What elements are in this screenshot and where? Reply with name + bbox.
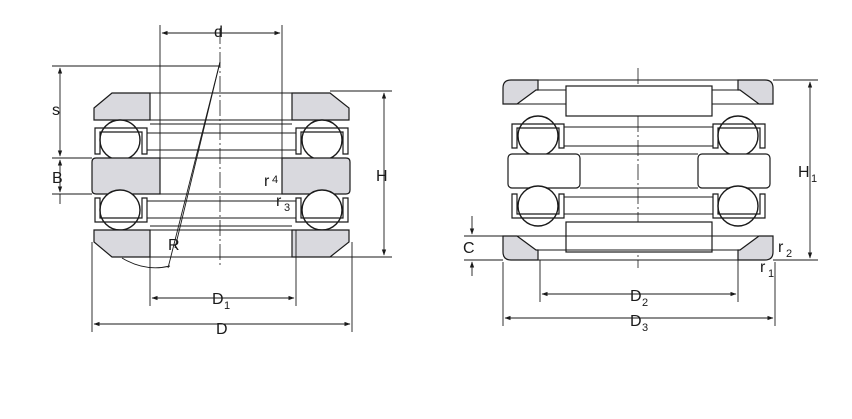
left-upper-ball-left (99, 119, 141, 161)
right-bearing-section (464, 68, 818, 326)
label-r3: r (276, 193, 282, 210)
right-top-seat-ring (565, 85, 713, 117)
label-r4-sub: 4 (272, 174, 278, 186)
left-upper-ball-right (301, 119, 343, 161)
label-h1-sub: 1 (811, 173, 817, 185)
right-top-washer-left (502, 79, 539, 105)
left-top-washer-left (93, 92, 151, 121)
left-center-washer-left (91, 157, 161, 195)
label-d3-sub: 3 (642, 322, 648, 334)
label-h: H (376, 168, 388, 185)
label-r2: r (778, 239, 784, 256)
label-r4: r (264, 173, 270, 190)
label-r: R (168, 237, 180, 254)
label-d: d (214, 24, 223, 41)
label-d2: D (630, 288, 642, 305)
left-center-washer-right (281, 157, 351, 195)
right-top-washer-right (737, 79, 774, 105)
right-bottom-washer-left (502, 235, 539, 261)
label-d3: D (630, 313, 642, 330)
label-c: C (463, 240, 475, 257)
label-r1: r (760, 259, 766, 276)
right-bottom-seat-ring (565, 221, 713, 253)
label-r1-sub: 1 (768, 268, 774, 280)
label-d-outer: D (216, 321, 228, 338)
right-lower-ball-left (517, 185, 559, 227)
right-center-washer-left (507, 153, 581, 189)
label-d1: D (212, 291, 224, 308)
left-lower-ball-right (301, 189, 343, 231)
label-h1: H (798, 164, 810, 181)
left-bearing-section (52, 25, 392, 332)
right-center-washer-right (697, 153, 771, 189)
right-upper-ball-left (517, 115, 559, 157)
right-upper-ball-right (717, 115, 759, 157)
right-bottom-washer-right (737, 235, 774, 261)
label-r2-sub: 2 (786, 248, 792, 260)
left-bottom-washer-left (93, 229, 151, 258)
label-d2-sub: 2 (642, 297, 648, 309)
label-r3-sub: 3 (284, 202, 290, 214)
left-lower-ball-left (99, 189, 141, 231)
right-lower-ball-right (717, 185, 759, 227)
label-s: s (52, 102, 60, 119)
left-bottom-washer-right (291, 229, 350, 258)
label-b: B (52, 170, 63, 187)
left-top-washer-right (291, 92, 350, 121)
label-d1-sub: 1 (224, 300, 230, 312)
